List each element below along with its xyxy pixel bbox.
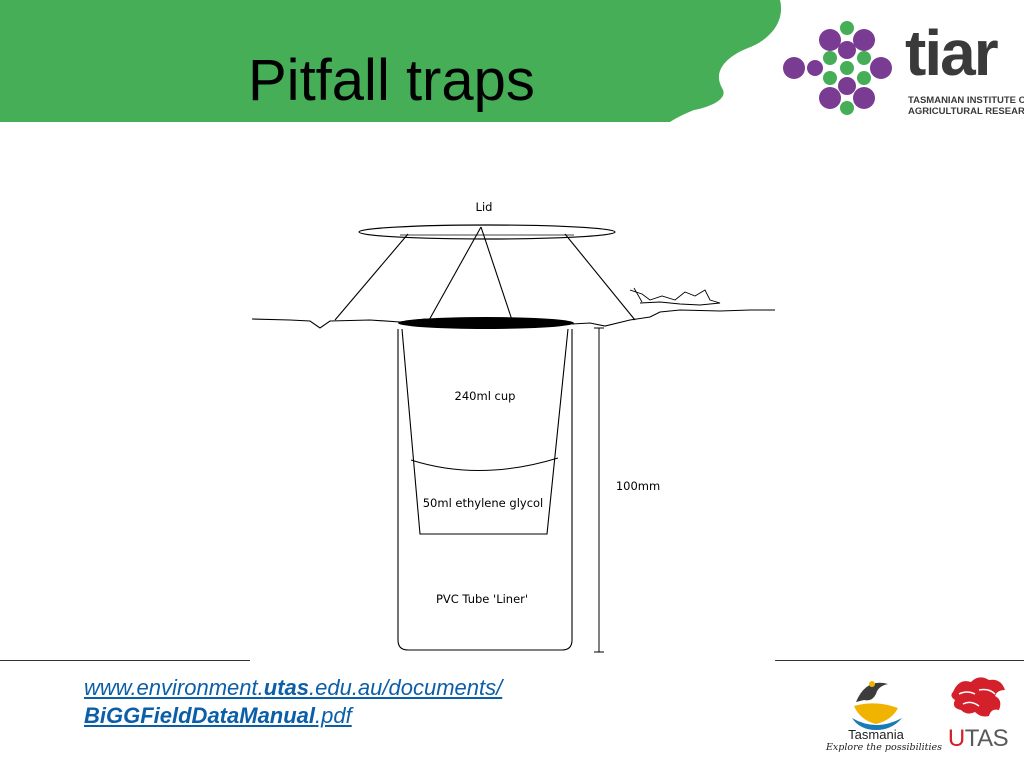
footer-rule-left [0, 660, 250, 661]
source-link-block: www.environment.utas.edu.au/documents/Bi… [84, 674, 604, 730]
tiar-logo-icon [783, 21, 892, 115]
pvc-tube-liner [397, 329, 573, 651]
lid-ellipse [358, 224, 616, 240]
lid-supports [334, 226, 636, 323]
label-liner: PVC Tube 'Liner' [435, 592, 529, 606]
glycol-level [410, 457, 559, 472]
label-cup: 240ml cup [454, 389, 516, 403]
utas-logo-word: UTAS [947, 725, 1009, 752]
cup-rim [398, 317, 574, 329]
utas-lion-logo-icon [951, 677, 1005, 717]
label-glycol: 50ml ethylene glycol [422, 496, 544, 510]
footer-rule-right [775, 660, 1024, 661]
tasmania-logo-word: Tasmania [848, 727, 904, 742]
header-band [0, 0, 782, 122]
pitfall-trap-diagram: Lid 240ml cup 50ml ethylene glycol PVC T… [250, 190, 780, 660]
slide-title: Pitfall traps [248, 48, 535, 113]
label-depth: 100mm [615, 479, 661, 493]
tiar-logo-word: tiar [905, 17, 999, 89]
label-lid: Lid [475, 200, 493, 214]
tiar-logo-subtitle-1: TASMANIAN INSTITUTE OF [908, 95, 1024, 106]
depth-dimension [594, 327, 604, 653]
header-green-shape [0, 0, 782, 122]
ground-debris [629, 287, 721, 306]
cup-outline [401, 328, 569, 535]
tasmania-logo-tagline: Explore the possibilities [826, 742, 943, 753]
tiar-logo-subtitle-2: AGRICULTURAL RESEARCH [908, 106, 1024, 117]
tiar-dots-icon [783, 21, 892, 115]
source-link[interactable]: www.environment.utas.edu.au/documents/Bi… [84, 675, 503, 728]
pitfall-trap-drawing [251, 224, 775, 653]
tasmania-logo-icon [852, 681, 902, 730]
